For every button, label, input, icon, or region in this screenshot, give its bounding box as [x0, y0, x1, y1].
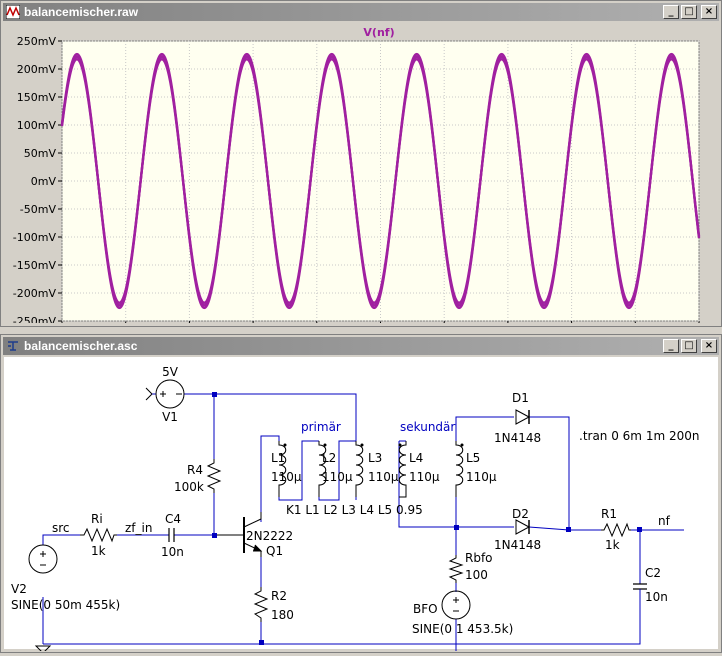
bfo-name: BFO [413, 602, 438, 616]
v2-name: V2 [11, 582, 27, 596]
waveform-chart[interactable]: V(nf) 0.0ms0.5ms1.0ms1.5ms2.0ms2.5ms3.0m… [4, 23, 718, 346]
ri-name: Ri [91, 512, 103, 526]
d2-name: D2 [512, 507, 529, 521]
r1-value: 1k [605, 538, 620, 552]
coupling-directive[interactable]: K1 L1 L2 L3 L4 L5 0.95 [286, 503, 423, 517]
r4-value: 100k [174, 480, 204, 494]
c4-value: 10n [161, 545, 184, 559]
schematic-canvas[interactable]: 5V V1 R4 100k L1 110µ L2 110µ L3 110µ L4… [4, 357, 718, 656]
d2-value: 1N4148 [494, 538, 541, 552]
y-tick-label: 0mV [31, 175, 57, 188]
q1-name: Q1 [266, 544, 283, 558]
label-primar: primär [301, 420, 341, 434]
l2-name: L2 [322, 451, 336, 465]
l2-inductor[interactable] [318, 441, 327, 497]
c2-capacitor[interactable] [633, 583, 647, 590]
plot-window-titlebar[interactable]: balancemischer.raw _ □ × [3, 3, 719, 21]
minimize-button[interactable]: _ [663, 5, 679, 19]
ri-resistor[interactable] [80, 527, 117, 543]
maximize-button[interactable]: □ [681, 339, 697, 353]
d1-value: 1N4148 [494, 431, 541, 445]
close-button[interactable]: × [701, 5, 717, 19]
plot-window: balancemischer.raw _ □ × V(nf) 0.0ms0.5m… [0, 0, 722, 346]
ri-value: 1k [91, 544, 106, 558]
trace-line [60, 55, 701, 307]
l4-inductor[interactable] [398, 441, 407, 498]
r4-name: R4 [187, 463, 203, 477]
trace-label[interactable]: V(nf) [363, 26, 394, 39]
l5-name: L5 [466, 451, 480, 465]
v2-source[interactable] [28, 544, 58, 574]
waveform-icon [6, 5, 20, 19]
l3-name: L3 [368, 451, 382, 465]
y-tick-label: 250mV [17, 35, 57, 48]
l5-value: 110µ [466, 470, 497, 484]
net-nf: nf [658, 514, 671, 528]
y-tick-label: -50mV [20, 203, 57, 216]
y-tick-label: -200mV [13, 287, 57, 300]
bfo-source[interactable] [441, 590, 471, 620]
tran-directive[interactable]: .tran 0 6m 1m 200n [579, 429, 699, 443]
d1-name: D1 [512, 391, 529, 405]
d1-diode[interactable] [515, 409, 531, 425]
l1-value: 110µ [271, 470, 302, 484]
schematic-drawing[interactable]: 5V V1 R4 100k L1 110µ L2 110µ L3 110µ L4… [4, 357, 718, 656]
label-sekundar: sekundär [400, 420, 455, 434]
r2-value: 180 [271, 608, 294, 622]
l3-inductor[interactable] [355, 441, 364, 497]
schematic-window-titlebar[interactable]: balancemischer.asc _ □ × [3, 337, 719, 355]
close-button[interactable]: × [701, 339, 717, 353]
y-tick-label: 50mV [24, 147, 57, 160]
rbfo-value: 100 [465, 568, 488, 582]
net-src: src [52, 521, 70, 535]
schematic-window-title: balancemischer.asc [24, 339, 138, 353]
minimize-button[interactable]: _ [663, 339, 679, 353]
plot-window-title: balancemischer.raw [24, 5, 139, 19]
l3-value: 110µ [368, 470, 399, 484]
r1-resistor[interactable] [601, 522, 631, 538]
l1-name: L1 [271, 451, 285, 465]
y-tick-label: 150mV [17, 91, 57, 104]
l1-inductor[interactable] [278, 441, 287, 497]
c2-value: 10n [645, 590, 668, 604]
junction-dots [212, 392, 642, 645]
y-tick-label: -100mV [13, 231, 57, 244]
y-tick-label: -250mV [13, 315, 57, 323]
r2-name: R2 [271, 589, 287, 603]
l4-value: 110µ [409, 470, 440, 484]
l5-inductor[interactable] [455, 441, 464, 497]
v1-value: 5V [162, 365, 179, 379]
q1-model: 2N2222 [246, 529, 293, 543]
rbfo-resistor[interactable] [448, 555, 464, 583]
v1-name: V1 [162, 410, 178, 424]
y-tick-label: 100mV [17, 119, 57, 132]
q1-transistor[interactable] [217, 512, 263, 557]
l4-name: L4 [409, 451, 423, 465]
schematic-icon [8, 341, 18, 351]
plot-area[interactable]: V(nf) 0.0ms0.5ms1.0ms1.5ms2.0ms2.5ms3.0m… [4, 23, 718, 346]
schematic-window: balancemischer.asc _ □ × [0, 334, 722, 656]
maximize-button[interactable]: □ [681, 5, 697, 19]
r1-name: R1 [601, 507, 617, 521]
inductors [278, 441, 464, 498]
y-tick-label: 200mV [17, 63, 57, 76]
r2-resistor[interactable] [253, 587, 269, 622]
y-tick-label: -150mV [13, 259, 57, 272]
ground-symbol-left [34, 645, 52, 654]
c4-capacitor[interactable] [168, 528, 175, 542]
c2-name: C2 [645, 566, 661, 580]
net-zf-in: zf_in [125, 521, 152, 535]
l2-value: 110µ [322, 470, 353, 484]
d2-diode[interactable] [515, 519, 531, 535]
v2-value[interactable]: SINE(0 50m 455k) [11, 598, 120, 612]
v1-source[interactable] [145, 379, 185, 409]
c4-name: C4 [165, 512, 181, 526]
r4-resistor[interactable] [206, 459, 222, 493]
rbfo-name: Rbfo [465, 551, 493, 565]
bfo-value[interactable]: SINE(0 1 453.5k) [412, 622, 513, 636]
